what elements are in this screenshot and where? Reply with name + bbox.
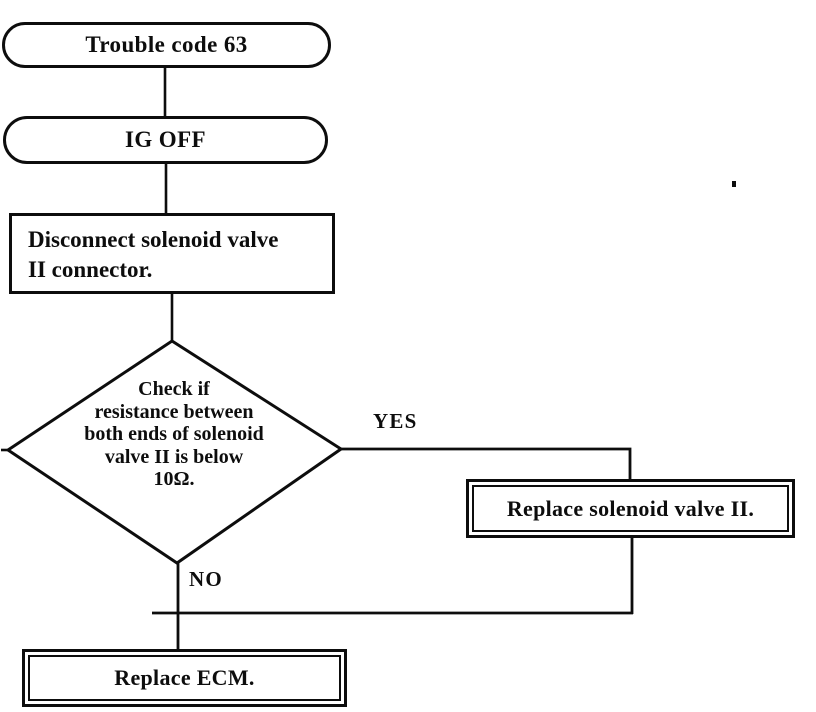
scan-speck-artifact [732, 181, 736, 187]
process-disconnect-line-1: Disconnect solenoid valve [28, 227, 279, 252]
process-disconnect-line-2: II connector. [28, 257, 153, 282]
yes-branch-line [341, 447, 632, 481]
decision-text-line-3: both ends of solenoid [84, 423, 264, 445]
decision-text-line-5: 10Ω. [153, 468, 195, 490]
terminator-ig-off: IG OFF [3, 116, 328, 164]
action-replace-ecm-inner: Replace ECM. [28, 655, 341, 701]
process-disconnect-connector: Disconnect solenoid valve II connector. [9, 213, 335, 294]
terminator-trouble-code-label: Trouble code 63 [85, 32, 248, 57]
decision-text-line-4: valve II is below [104, 445, 244, 468]
action-replace-ecm-label: Replace ECM. [114, 665, 255, 690]
terminator-ig-off-label: IG OFF [125, 127, 206, 152]
action-replace-solenoid-valve: Replace solenoid valve II. [466, 479, 795, 538]
decision-resistance-check: Check if resistance between both ends of… [52, 378, 296, 491]
action-replace-ecm: Replace ECM. [22, 649, 347, 707]
terminator-trouble-code: Trouble code 63 [2, 22, 331, 68]
action-replace-solenoid-valve-inner: Replace solenoid valve II. [472, 485, 789, 532]
decision-text-line-2: resistance between [94, 400, 254, 423]
action-replace-solenoid-valve-label: Replace solenoid valve II. [506, 495, 755, 521]
decision-text-line-1: Check if [138, 378, 210, 400]
no-branch-label: NO [189, 567, 223, 591]
yes-branch-label: YES [373, 409, 418, 433]
